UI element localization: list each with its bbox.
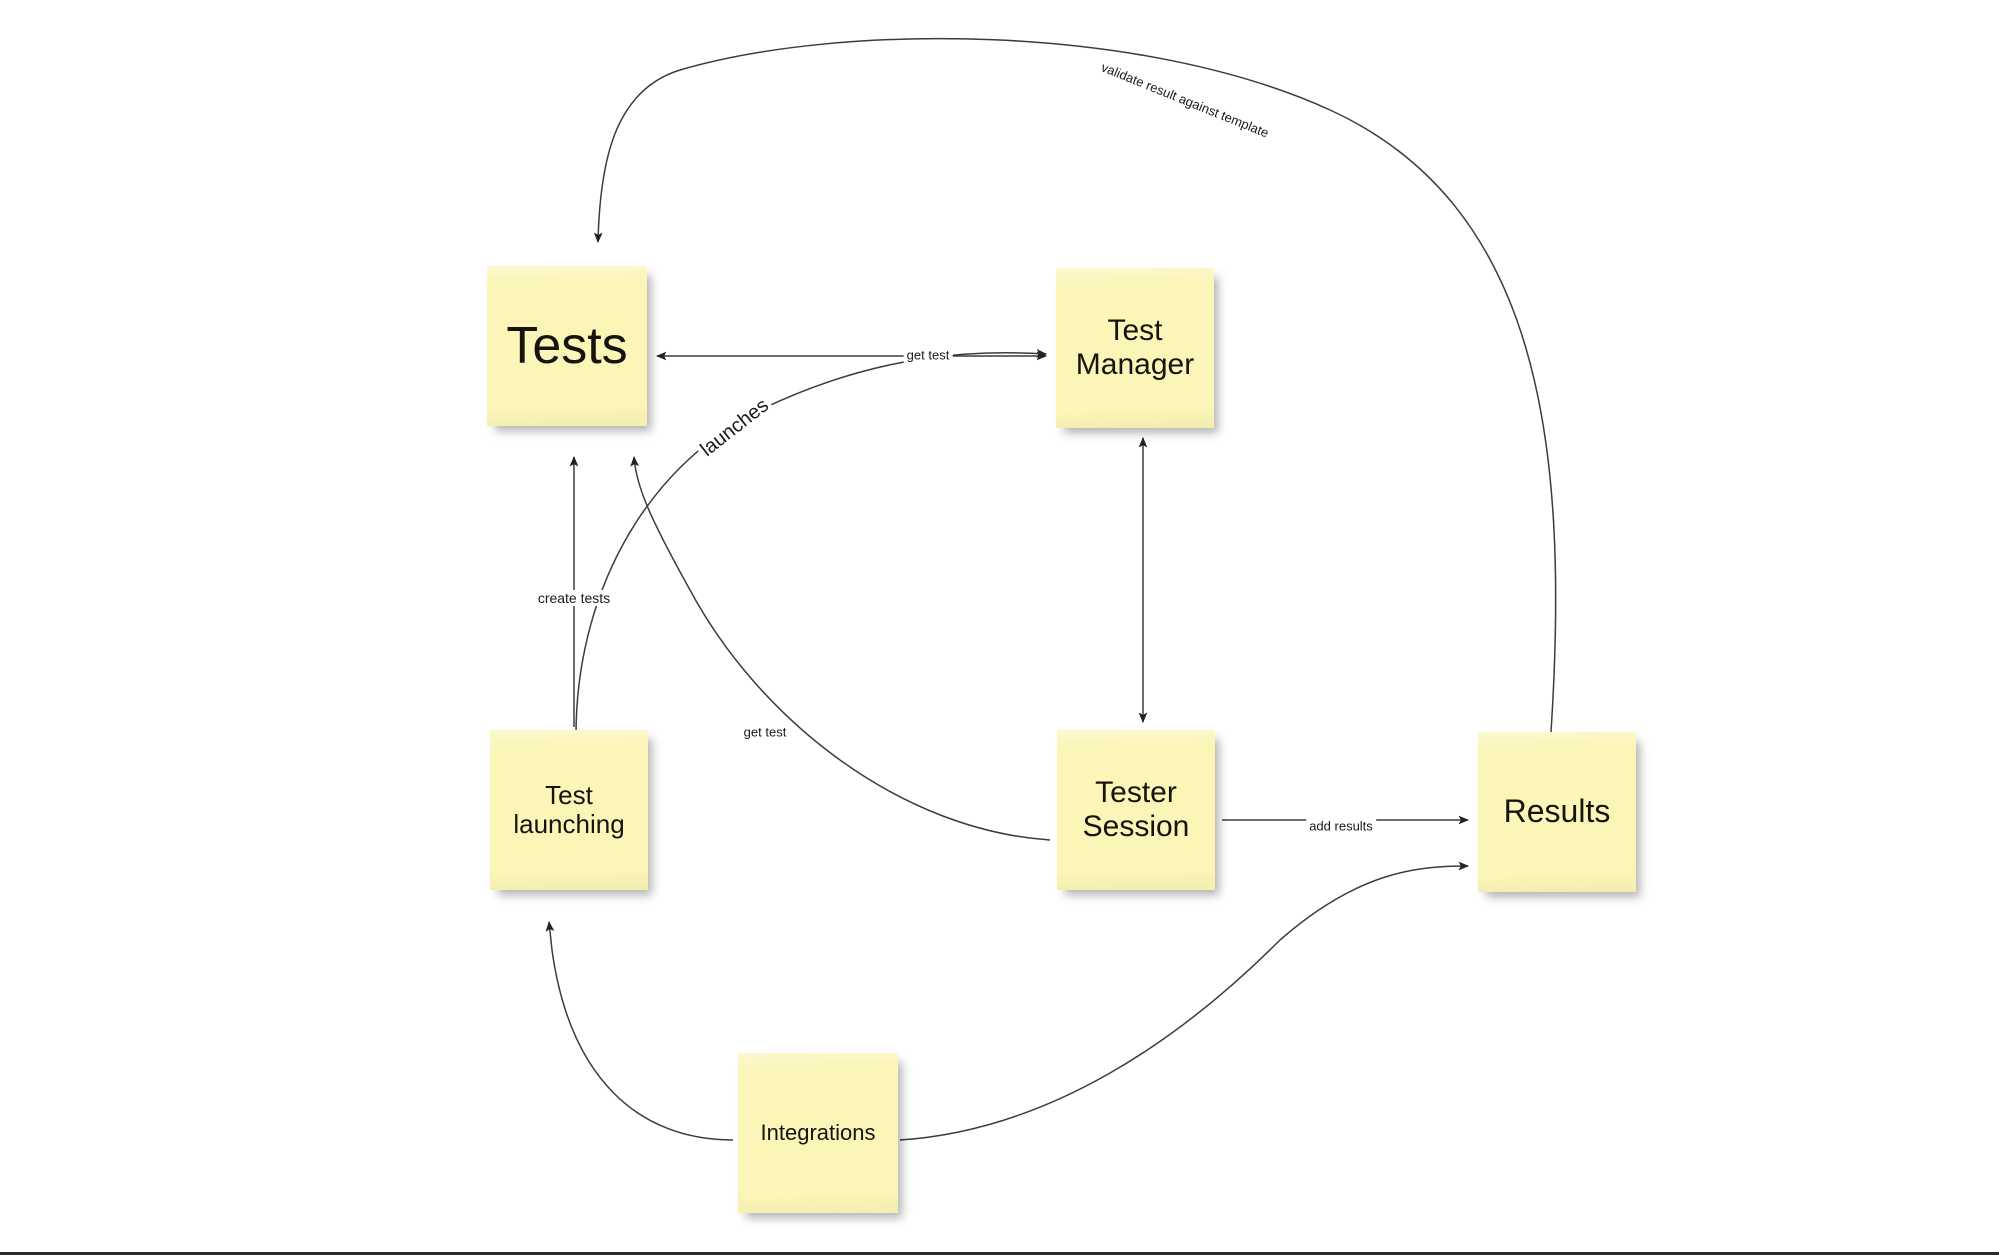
note-test-manager[interactable]: Test Manager [1056, 268, 1214, 428]
note-test-launching[interactable]: Test launching [490, 730, 648, 890]
edge-label-session-add-results: add results [1306, 818, 1376, 834]
note-tests[interactable]: Tests [487, 266, 647, 426]
edge-label-launching-create-tests: create tests [534, 590, 614, 606]
note-integrations[interactable]: Integrations [738, 1053, 898, 1213]
note-label-test-manager: Test Manager [1075, 314, 1195, 381]
edge-label-results-to-tests: validate result against template [1096, 58, 1274, 142]
edge-paths [545, 37, 1557, 1141]
note-results[interactable]: Results [1478, 732, 1636, 892]
edge-session-get-test-tests[interactable] [630, 455, 1051, 841]
note-tester-session[interactable]: Tester Session [1057, 730, 1215, 890]
note-label-results: Results [1503, 793, 1611, 830]
bottom-rule [0, 1252, 1999, 1255]
edge-label-launching-launches-manager: launches [694, 392, 776, 464]
note-label-tester-session: Tester Session [1082, 776, 1190, 843]
edge-integrations-results[interactable] [899, 861, 1470, 1141]
note-label-integrations: Integrations [760, 1119, 876, 1145]
note-label-tests: Tests [506, 316, 628, 375]
edge-integrations-launching[interactable] [545, 920, 734, 1141]
note-label-test-launching: Test launching [513, 779, 625, 839]
edge-label-tests-manager-get-test: get test [903, 347, 953, 363]
edge-label-session-get-test-tests: get test [740, 724, 790, 740]
